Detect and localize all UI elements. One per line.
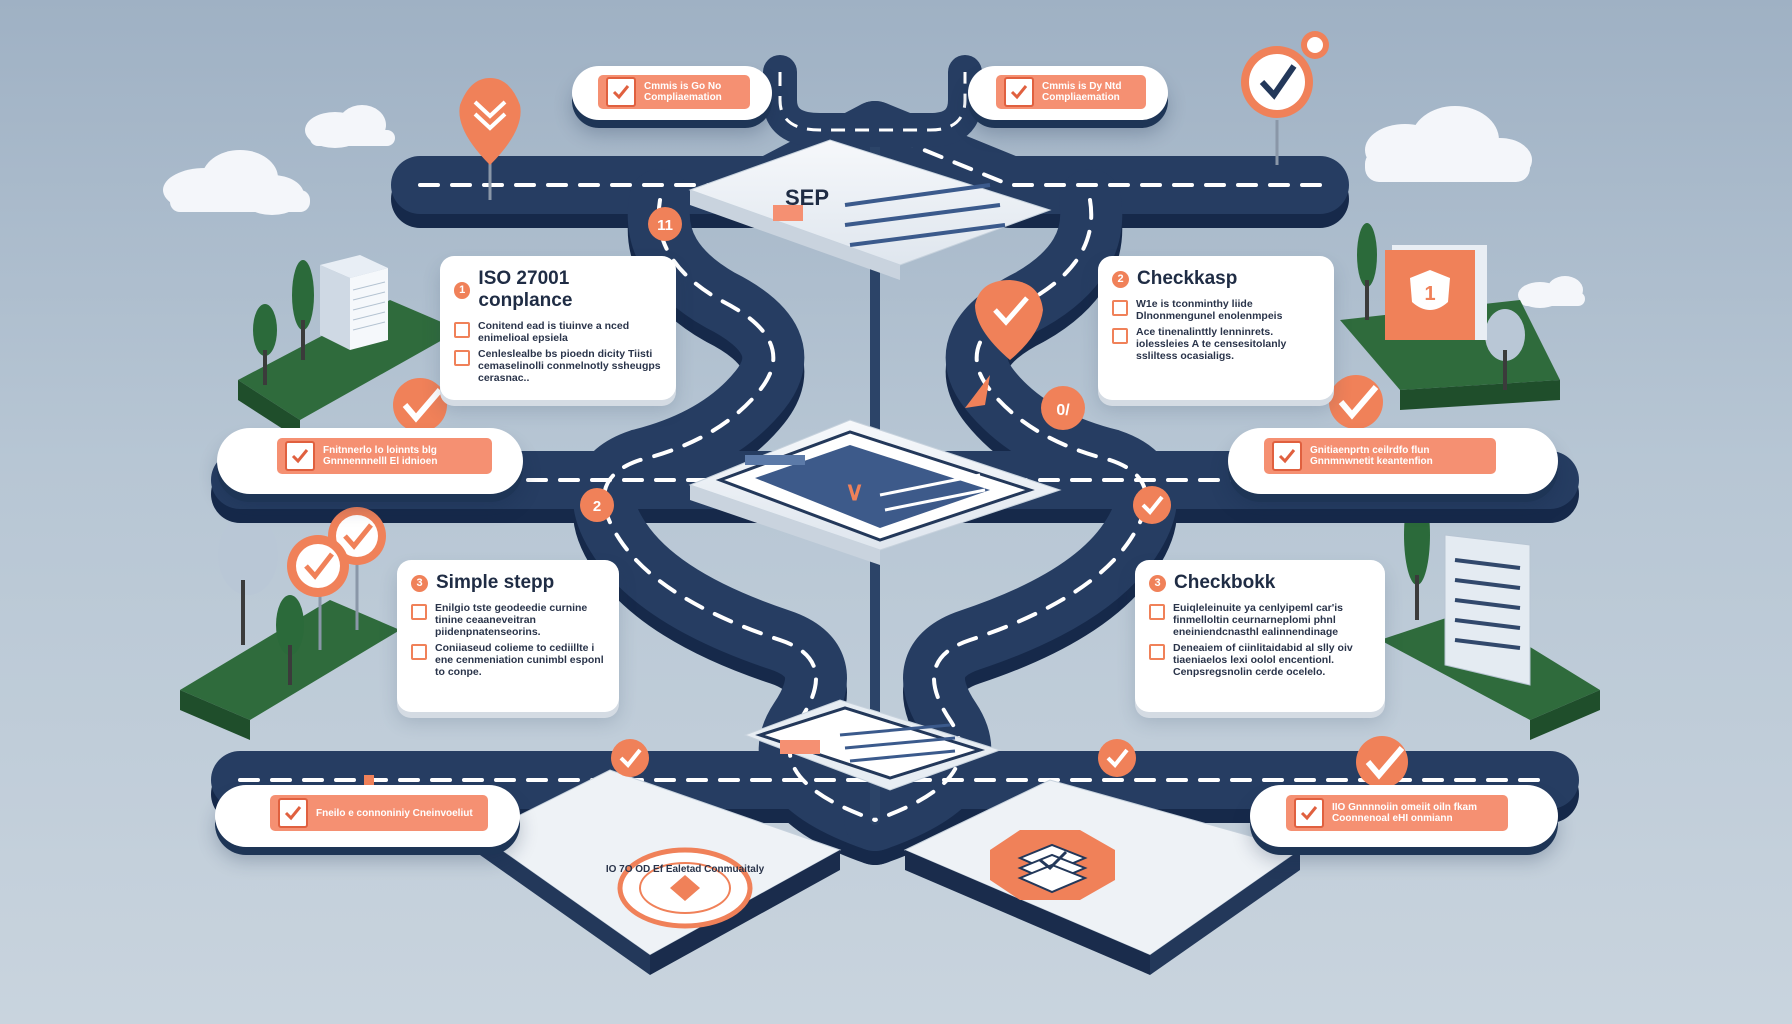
side-pill-left-upper-text: Fnitnnerlo lo loinnts blg Gnnnennnelll E… <box>323 445 438 467</box>
tile-middle-screen: ∨ <box>688 419 1062 565</box>
checkbox-icon <box>411 644 427 660</box>
check-marker-icon <box>611 486 1171 777</box>
card-checkkasp-item: W1e is tconminthy liide Dlnonmengunel en… <box>1112 298 1320 322</box>
card-checkkasp: 2 Checkkasp W1e is tconminthy liide Dlno… <box>1098 256 1334 400</box>
svg-text:1: 1 <box>1424 283 1435 305</box>
checkbox-icon <box>1112 300 1128 316</box>
card-checkkasp-title-text: Checkkasp <box>1137 268 1238 289</box>
top-road-connectors <box>763 55 982 147</box>
flag-marker <box>364 775 374 787</box>
card-checkbox-number: 3 <box>1149 574 1166 592</box>
card-iso-title-text: ISO 27001 conplance <box>478 268 573 311</box>
gear-document-icon <box>990 830 1115 900</box>
side-pill-left-upper-tag: Fnitnnerlo lo loinnts blg Gnnnennnelll E… <box>277 438 492 474</box>
step-marker-2 <box>580 488 614 522</box>
tile-bottom-tablet <box>743 699 1002 791</box>
billboard-list-icon <box>1444 534 1531 686</box>
step-marker-1-label: 11 <box>657 217 673 234</box>
seal-label: IO 7O OD Ef Ealetad Conmuaitaly <box>606 864 765 875</box>
check-pin-pair-icon <box>287 507 386 650</box>
step-marker-1 <box>648 207 682 241</box>
cloud-icon <box>305 105 395 148</box>
top-label-left-text: Cmmis is Go No Compliaemation <box>644 81 722 103</box>
checkbox-icon <box>411 604 427 620</box>
side-pill-right-upper-text: Gnitiaenprtn ceilrdfo flun Gnnmnwnetit k… <box>1310 445 1433 467</box>
check-pin-icon <box>965 280 1043 408</box>
card-iso-number: 1 <box>454 281 471 299</box>
card-checkbox-item: Deneaiem of ciinlitaidabid al slly oiv t… <box>1149 642 1371 678</box>
checkbox-icon <box>454 350 470 366</box>
card-iso-compliance: 1 ISO 27001 conplance Conitend ead is ti… <box>440 256 676 400</box>
side-pill-right-lower-tag: IIO Gnnnnoiin omeiit oiln fkam Coonnenoa… <box>1286 795 1508 831</box>
cloud-icon <box>1518 276 1585 308</box>
checkbox-icon <box>1149 604 1165 620</box>
top-label-left: Cmmis is Go No Compliaemation <box>572 66 772 120</box>
checkbox-icon <box>1272 441 1302 471</box>
billboard-shield-icon: 1 <box>1385 245 1487 340</box>
building-icon <box>320 255 388 350</box>
step-marker-3 <box>1041 386 1085 430</box>
side-pill-right-upper-tag: Gnitiaenprtn ceilrdfo flun Gnnmnwnetit k… <box>1264 438 1496 474</box>
card-simple-item: Coniiaseud colieme to cediillte i ene ce… <box>411 642 605 678</box>
card-simple-title: 3 Simple stepp <box>411 572 605 594</box>
check-pin-icon <box>1241 31 1329 165</box>
step-marker-3-label: 0/ <box>1056 402 1070 419</box>
card-checkbox-item: Euiqleleinuite ya cenlyipeml car'is finm… <box>1149 602 1371 638</box>
compliance-seal-icon <box>617 847 753 929</box>
checkbox-icon <box>285 441 315 471</box>
card-simple-number: 3 <box>411 574 428 592</box>
checkbox-icon <box>1294 798 1324 828</box>
cloud-icon <box>163 150 310 215</box>
card-iso-item: Conitend ead is tiuinve a nced enimelioa… <box>454 320 662 344</box>
tile-top-document: SEP <box>688 139 1052 280</box>
card-iso-title: 1 ISO 27001 conplance <box>454 268 662 312</box>
tile-top-sign: SEP <box>785 185 829 210</box>
card-checkkasp-number: 2 <box>1112 270 1129 288</box>
card-checkkasp-item: Ace tinenalinttly lenninrets. iolessleie… <box>1112 326 1320 362</box>
checkbox-icon <box>1004 77 1034 107</box>
check-bubble-icon <box>393 375 1408 788</box>
checkbox-icon <box>454 322 470 338</box>
side-pill-left-lower: Fneilo e connoniniy Cneinvoeliut <box>215 785 520 847</box>
card-iso-item: Cenleslealbe bs pioedn dicity Tiisti cem… <box>454 348 662 384</box>
card-checkbox-title: 3 Checkbokk <box>1149 572 1371 594</box>
card-simple-title-text: Simple stepp <box>436 572 555 593</box>
card-checkbox: 3 Checkbokk Euiqleleinuite ya cenlyipeml… <box>1135 560 1385 712</box>
checkbox-icon <box>606 77 636 107</box>
top-label-right: Cmmis is Dy Ntd Compliaemation <box>968 66 1168 120</box>
card-simple-step: 3 Simple stepp Enilgio tste geodeedie cu… <box>397 560 619 712</box>
top-label-left-tag: Cmmis is Go No Compliaemation <box>598 75 750 109</box>
location-pin-icon <box>459 78 521 200</box>
top-label-right-text: Cmmis is Dy Ntd Compliaemation <box>1042 81 1122 103</box>
side-pill-left-lower-text: Fneilo e connoniniy Cneinvoeliut <box>316 807 473 819</box>
side-pill-left-lower-tag: Fneilo e connoniniy Cneinvoeliut <box>270 795 488 831</box>
top-label-right-tag: Cmmis is Dy Ntd Compliaemation <box>996 75 1146 109</box>
side-pill-right-lower-text: IIO Gnnnnoiin omeiit oiln fkam Coonnenoa… <box>1332 802 1477 824</box>
card-checkkasp-title: 2 Checkkasp <box>1112 268 1320 290</box>
card-simple-item: Enilgio tste geodeedie curnine tinine ce… <box>411 602 605 638</box>
card-checkbox-title-text: Checkbokk <box>1174 572 1276 593</box>
side-pill-right-lower: IIO Gnnnnoiin omeiit oiln fkam Coonnenoa… <box>1250 785 1558 847</box>
side-pill-left-upper: Fnitnnerlo lo loinnts blg Gnnnennnelll E… <box>217 428 523 494</box>
grass-platform-left-top <box>238 300 460 440</box>
checkbox-icon <box>278 798 308 828</box>
checkbox-icon <box>1149 644 1165 660</box>
checkbox-icon <box>1112 328 1128 344</box>
step-marker-2-label: 2 <box>593 498 601 515</box>
tile-arrow-icon: ∨ <box>845 476 864 506</box>
checkbox-icon <box>773 205 803 221</box>
side-pill-right-upper: Gnitiaenprtn ceilrdfo flun Gnnmnwnetit k… <box>1228 428 1558 494</box>
tree-icon <box>218 223 1525 685</box>
cloud-icon <box>1365 106 1532 182</box>
